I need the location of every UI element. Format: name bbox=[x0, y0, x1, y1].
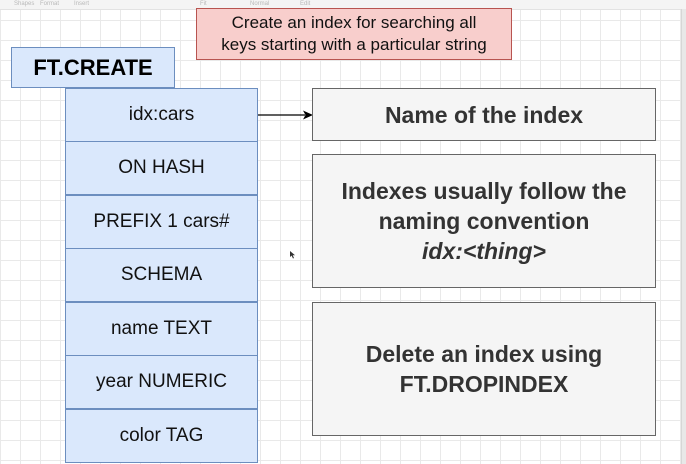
note-line-1: Create an index for searching all bbox=[231, 13, 477, 32]
name-of-index-box[interactable]: Name of the index bbox=[312, 88, 656, 141]
toolbar-item-normal[interactable]: Normal bbox=[250, 1, 270, 7]
note-line-2: keys starting with a particular string bbox=[221, 35, 487, 54]
cell-label: PREFIX 1 cars# bbox=[93, 211, 230, 232]
toolbar-item-fit[interactable]: Fit bbox=[200, 1, 207, 7]
cell-name-text[interactable]: name TEXT bbox=[65, 302, 258, 356]
cell-prefix[interactable]: PREFIX 1 cars# bbox=[65, 195, 258, 249]
cell-schema[interactable]: SCHEMA bbox=[65, 248, 258, 302]
cell-year-numeric[interactable]: year NUMERIC bbox=[65, 355, 258, 409]
scrollbar-track[interactable] bbox=[681, 9, 686, 464]
cell-label: SCHEMA bbox=[120, 264, 203, 285]
cell-color-tag[interactable]: color TAG bbox=[65, 409, 258, 463]
toolbar-item-edit[interactable]: Edit bbox=[300, 1, 311, 7]
delete-line-2: FT.DROPINDEX bbox=[399, 371, 569, 397]
naming-convention-box[interactable]: Indexes usually follow the naming conven… bbox=[312, 154, 656, 288]
cell-label: name TEXT bbox=[110, 318, 213, 339]
convention-line-1: Indexes usually follow the bbox=[341, 178, 627, 204]
convention-line-2: naming convention bbox=[378, 208, 590, 234]
delete-line-1: Delete an index using bbox=[365, 341, 603, 367]
drop-index-box[interactable]: Delete an index using FT.DROPINDEX bbox=[312, 302, 656, 436]
command-title-box[interactable]: FT.CREATE bbox=[11, 47, 175, 88]
note-box[interactable]: Create an index for searching all keys s… bbox=[196, 8, 512, 60]
cell-label: color TAG bbox=[119, 425, 204, 446]
cell-label: year NUMERIC bbox=[96, 371, 227, 392]
mouse-cursor-icon bbox=[290, 251, 295, 259]
toolbar-item-shapes[interactable]: Shapes bbox=[14, 1, 35, 7]
cell-on-hash[interactable]: ON HASH bbox=[65, 141, 258, 195]
cell-label: idx:cars bbox=[128, 104, 195, 125]
convention-line-3: idx:<thing> bbox=[422, 238, 546, 264]
name-of-index-label: Name of the index bbox=[384, 101, 584, 128]
cell-index-name[interactable]: idx:cars bbox=[65, 88, 258, 142]
cell-label: ON HASH bbox=[118, 157, 205, 178]
command-title: FT.CREATE bbox=[33, 54, 153, 80]
connector-arrow bbox=[258, 110, 313, 120]
toolbar-item-format[interactable]: Format bbox=[40, 1, 60, 7]
toolbar-item-insert[interactable]: Insert bbox=[74, 1, 90, 7]
